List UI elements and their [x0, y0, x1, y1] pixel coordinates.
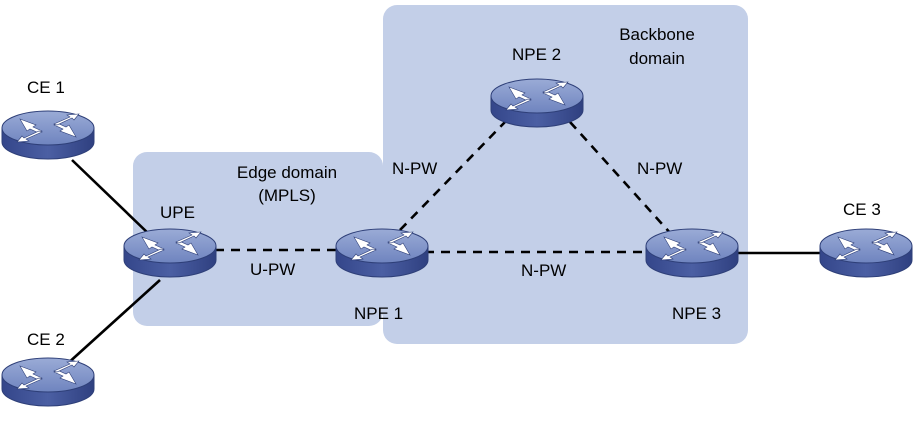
- router-npe2-icon: [490, 78, 584, 128]
- label-npe1: NPE 1: [354, 304, 403, 323]
- label-u-pw: U-PW: [250, 260, 295, 279]
- backbone-domain-area: [383, 5, 748, 344]
- edge-domain-subtitle: (MPLS): [258, 186, 316, 205]
- router-ce3-icon: [819, 228, 913, 278]
- link-ce1-upe: [71, 159, 151, 236]
- edge-domain-area: [133, 152, 383, 326]
- label-npe3: NPE 3: [672, 304, 721, 323]
- label-ce3: CE 3: [843, 200, 881, 219]
- label-n-pw-npe2-npe3: N-PW: [637, 159, 682, 178]
- label-upe: UPE: [160, 203, 195, 222]
- router-ce2-icon: [1, 357, 95, 407]
- backbone-domain-title: Backbone: [619, 25, 695, 44]
- edge-domain-title: Edge domain: [237, 163, 337, 182]
- label-n-pw-npe1-npe3: N-PW: [521, 261, 566, 280]
- backbone-domain-subtitle: domain: [629, 49, 685, 68]
- router-npe3-icon: [645, 228, 739, 278]
- router-upe-icon: [123, 228, 217, 278]
- router-ce1-icon: [1, 110, 95, 160]
- label-ce1: CE 1: [27, 78, 65, 97]
- router-npe1-icon: [335, 228, 429, 278]
- label-npe2: NPE 2: [512, 45, 561, 64]
- label-ce2: CE 2: [27, 330, 65, 349]
- link-upe-ce2: [65, 279, 161, 366]
- label-n-pw-npe1-npe2: N-PW: [392, 159, 437, 178]
